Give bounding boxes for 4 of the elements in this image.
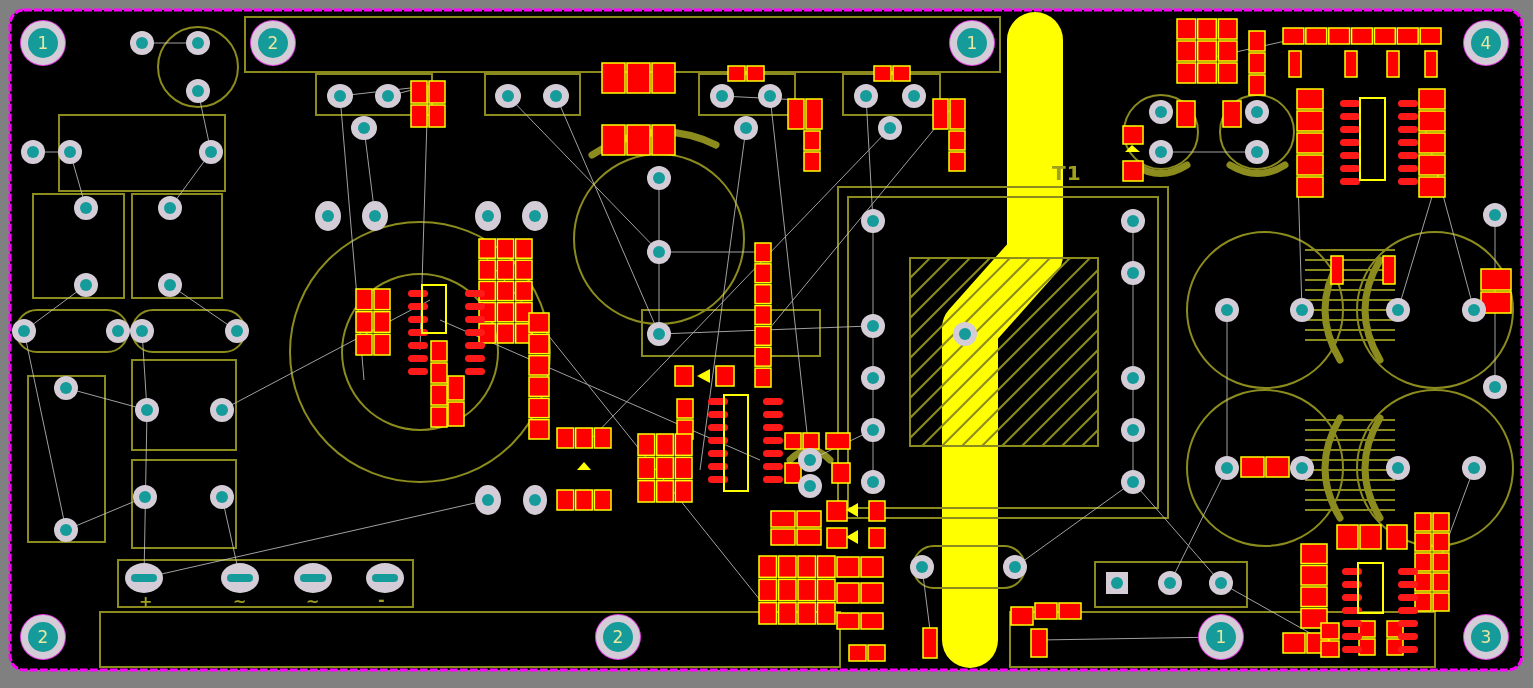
silkscreen-label: - xyxy=(378,592,385,608)
silkscreen-label: ~ xyxy=(233,594,247,610)
silkscreen-label: ~ xyxy=(306,594,320,610)
silkscreen-label: + xyxy=(139,594,153,610)
